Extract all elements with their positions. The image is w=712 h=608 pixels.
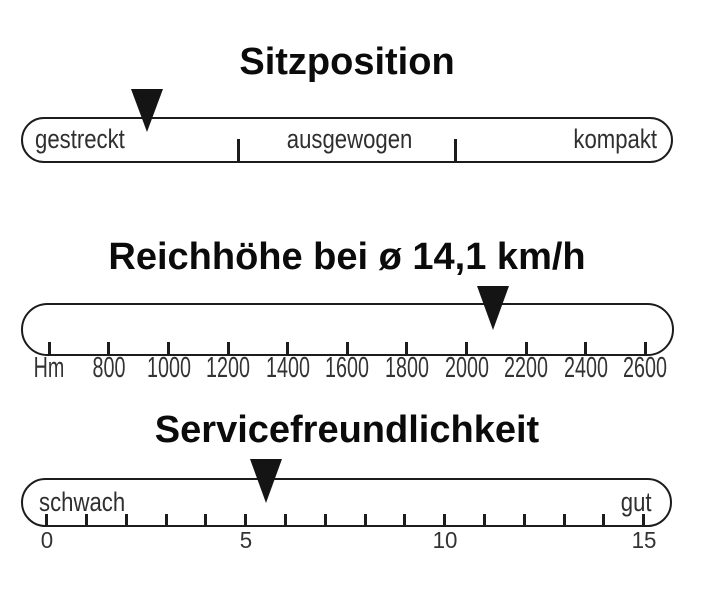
gauge-title: Sitzposition [239,41,455,83]
tick-mark [286,342,290,354]
tick-mark [405,342,409,354]
tick-label: 1800 [385,352,429,384]
endpoint-label-high: gut [621,486,652,517]
tick-mark [107,342,111,354]
tick-mark [226,342,230,354]
segment-label-right: kompakt [573,124,657,155]
tick-mark [602,514,606,525]
tick-mark [164,514,168,525]
tick-mark [124,514,128,525]
tick-mark [85,514,88,525]
tick-label: 2400 [563,352,608,384]
tick-label: 1000 [146,352,191,384]
tick-mark [403,514,407,525]
tick-label: 10 [432,527,458,553]
scale-track [21,303,674,356]
tick-mark [562,514,566,525]
tick-mark [584,342,588,354]
tick-mark [323,514,327,525]
gauge-title: Servicefreundlichkeit [154,409,540,451]
tick-mark [345,342,349,354]
tick-label: 15 [631,527,657,553]
tick-label: 5 [239,527,252,553]
segment-label-center: ausgewogen [286,124,413,155]
tick-mark [204,514,208,525]
tick-mark [47,342,51,354]
tick-mark [642,514,646,525]
segment-label-left: gestreckt [35,124,125,155]
tick-label: 1400 [265,352,310,384]
tick-mark [524,342,528,354]
tick-mark [483,514,486,525]
tick-label: 800 [92,352,126,384]
scale-track: schwach gut [21,478,672,527]
segment-divider-tick [237,139,241,161]
tick-mark [284,514,287,525]
tick-mark [167,342,171,354]
tick-mark [244,514,248,525]
tick-label: 0 [40,527,53,553]
tick-label: 1200 [206,352,251,384]
tick-label: 2600 [623,352,668,384]
tick-mark [443,514,447,525]
gauge-title: Reichhöhe bei ø 14,1 km/h [108,236,586,278]
marker-triangle-icon [130,89,164,132]
endpoint-label-low: schwach [39,486,126,517]
tick-label: 2000 [444,352,489,384]
tick-mark [363,514,367,525]
tick-mark [465,342,469,354]
tick-label: 1600 [325,352,370,384]
tick-label: Hm [33,352,65,384]
marker-triangle-icon [249,459,283,503]
marker-triangle-icon [476,286,510,330]
scale-track: gestreckt ausgewogen kompakt [21,117,673,163]
tick-mark [45,514,49,525]
tick-label: 2200 [504,352,549,384]
tick-mark [643,342,647,354]
segment-divider-tick [453,139,457,161]
tick-mark [522,514,526,525]
